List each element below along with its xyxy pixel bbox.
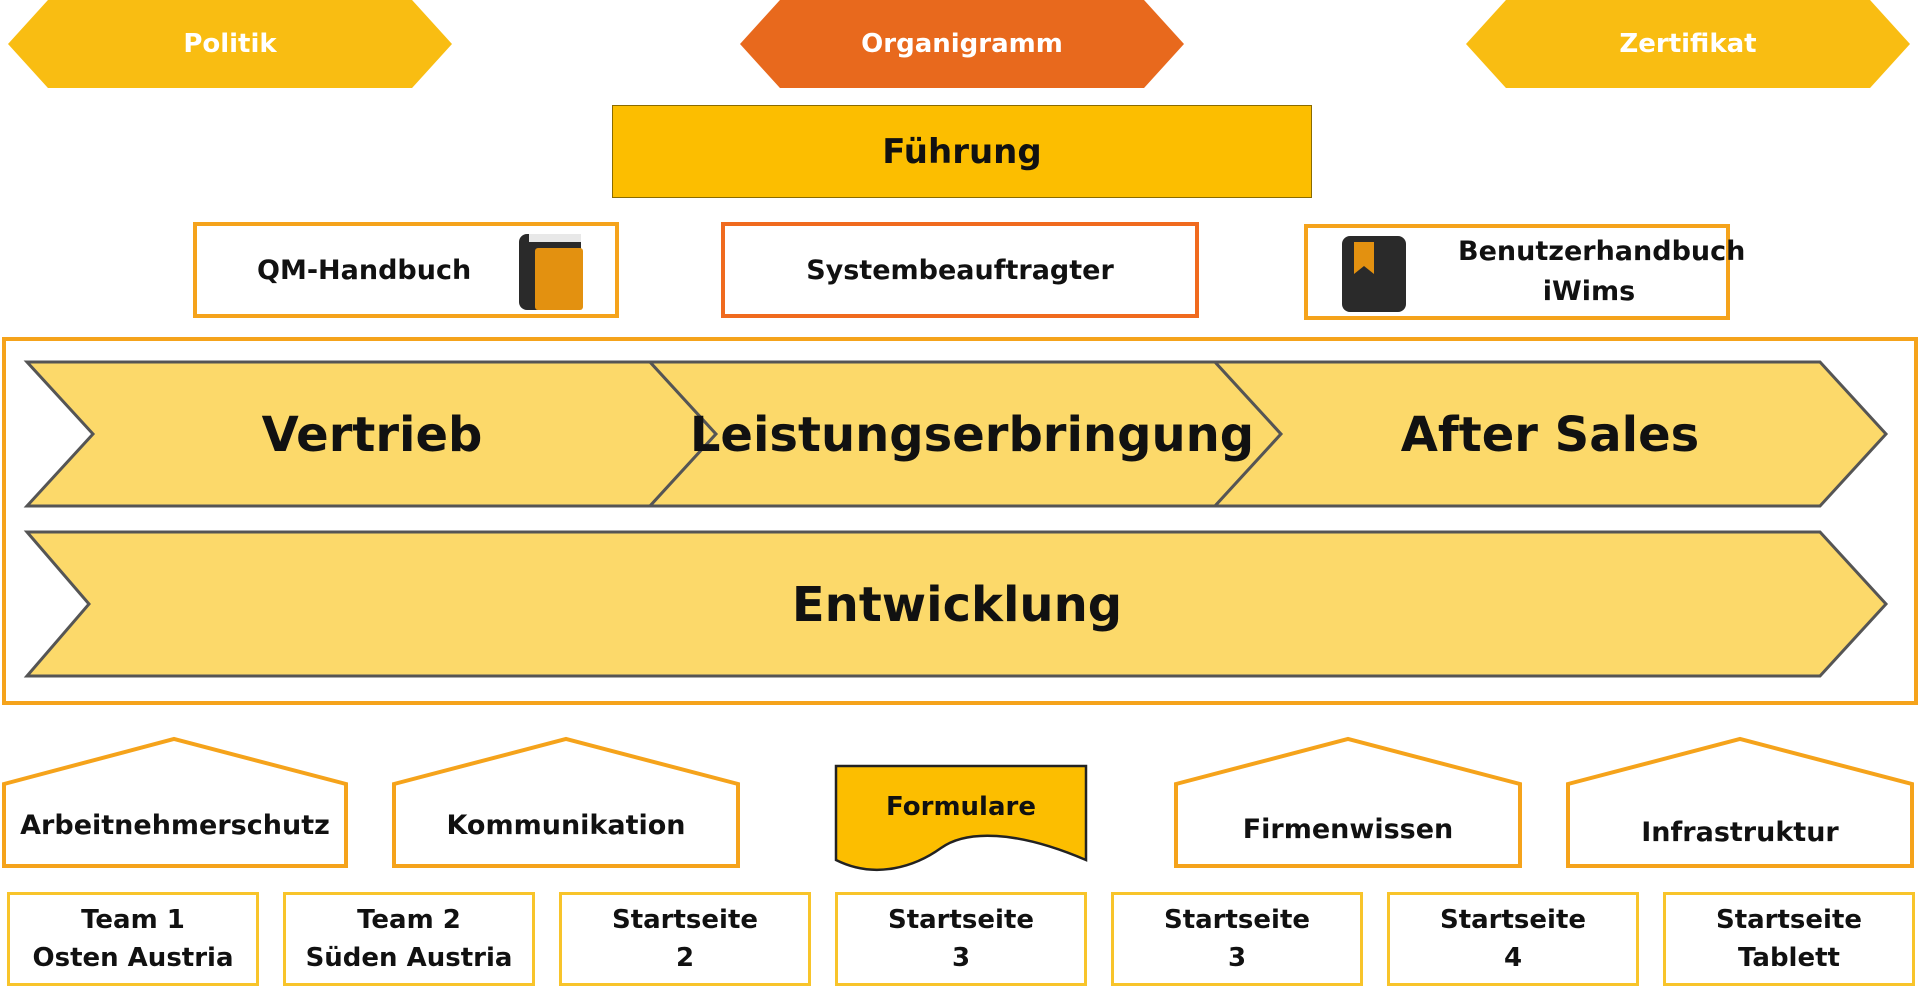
tile-startseite-3a[interactable]: Startseite 3 [835,892,1087,986]
tile-line2: Süden Austria [305,943,513,973]
benutzerhandbuch-line2: iWims [1542,276,1636,307]
tile-line1: Startseite [1715,905,1863,935]
vertrieb-chevron[interactable]: Vertrieb [23,360,719,508]
formulare-document[interactable]: Formulare [834,764,1088,872]
process-frame [2,337,1918,705]
tile-line1: Startseite [611,905,759,935]
tile-startseite-4[interactable]: Startseite 4 [1387,892,1639,986]
tile-line1: Startseite [1163,905,1311,935]
leistungserbringung-label: Leistungserbringung [690,407,1254,463]
entwicklung-label: Entwicklung [792,577,1122,633]
qm-handbuch-button[interactable]: QM-Handbuch [193,222,619,318]
infrastruktur-house[interactable]: Infrastruktur [1566,736,1914,868]
kommunikation-label: Kommunikation [446,810,685,841]
qm-handbuch-label: QM-Handbuch [257,254,472,286]
tile-line1: Startseite [887,905,1035,935]
politik-label: Politik [183,29,277,59]
tile-line2: 4 [1503,943,1523,973]
politik-button[interactable]: Politik [8,0,452,88]
tile-team-2[interactable]: Team 2 Süden Austria [283,892,535,986]
tile-startseite-2[interactable]: Startseite 2 [559,892,811,986]
tile-line2: 3 [1227,943,1247,973]
tile-line2: Osten Austria [32,943,234,973]
kommunikation-house[interactable]: Kommunikation [392,736,740,868]
tile-team-1[interactable]: Team 1 Osten Austria [7,892,259,986]
tile-line1: Team 1 [81,905,185,935]
leistungserbringung-chevron[interactable]: Leistungserbringung [646,360,1284,508]
firmenwissen-house[interactable]: Firmenwissen [1174,736,1522,868]
book-icon [519,234,583,310]
arbeitnehmerschutz-house[interactable]: Arbeitnehmerschutz [2,736,348,868]
zertifikat-button[interactable]: Zertifikat [1466,0,1910,88]
tile-line2: 2 [675,943,695,973]
systembeauftragter-label: Systembeauftragter [806,254,1114,286]
tile-line2: Tablett [1738,943,1840,973]
benutzerhandbuch-line1: Benutzerhandbuch [1458,236,1746,267]
benutzerhandbuch-text: Benutzerhandbuch iWims [1458,232,1746,312]
tile-line2: 3 [951,943,971,973]
after-sales-label: After Sales [1401,407,1699,463]
infrastruktur-label: Infrastruktur [1641,817,1839,848]
firmenwissen-label: Firmenwissen [1243,814,1454,845]
tile-startseite-3b[interactable]: Startseite 3 [1111,892,1363,986]
fuehrung-label: Führung [882,131,1042,172]
fuehrung-button[interactable]: Führung [612,105,1312,198]
bookmark-book-icon [1342,236,1406,312]
benutzerhandbuch-button[interactable]: Benutzerhandbuch iWims [1304,224,1746,320]
vertrieb-label: Vertrieb [262,407,483,463]
arbeitnehmerschutz-label: Arbeitnehmerschutz [20,810,330,841]
organigramm-label: Organigramm [861,29,1063,59]
tile-startseite-tablett[interactable]: Startseite Tablett [1663,892,1915,986]
tile-line1: Team 2 [357,905,461,935]
tile-line1: Startseite [1439,905,1587,935]
zertifikat-label: Zertifikat [1619,29,1757,59]
after-sales-chevron[interactable]: After Sales [1211,360,1889,508]
entwicklung-chevron[interactable]: Entwicklung [23,530,1889,678]
organigramm-button[interactable]: Organigramm [740,0,1184,88]
formulare-label: Formulare [886,792,1036,822]
systembeauftragter-button[interactable]: Systembeauftragter [721,222,1199,318]
